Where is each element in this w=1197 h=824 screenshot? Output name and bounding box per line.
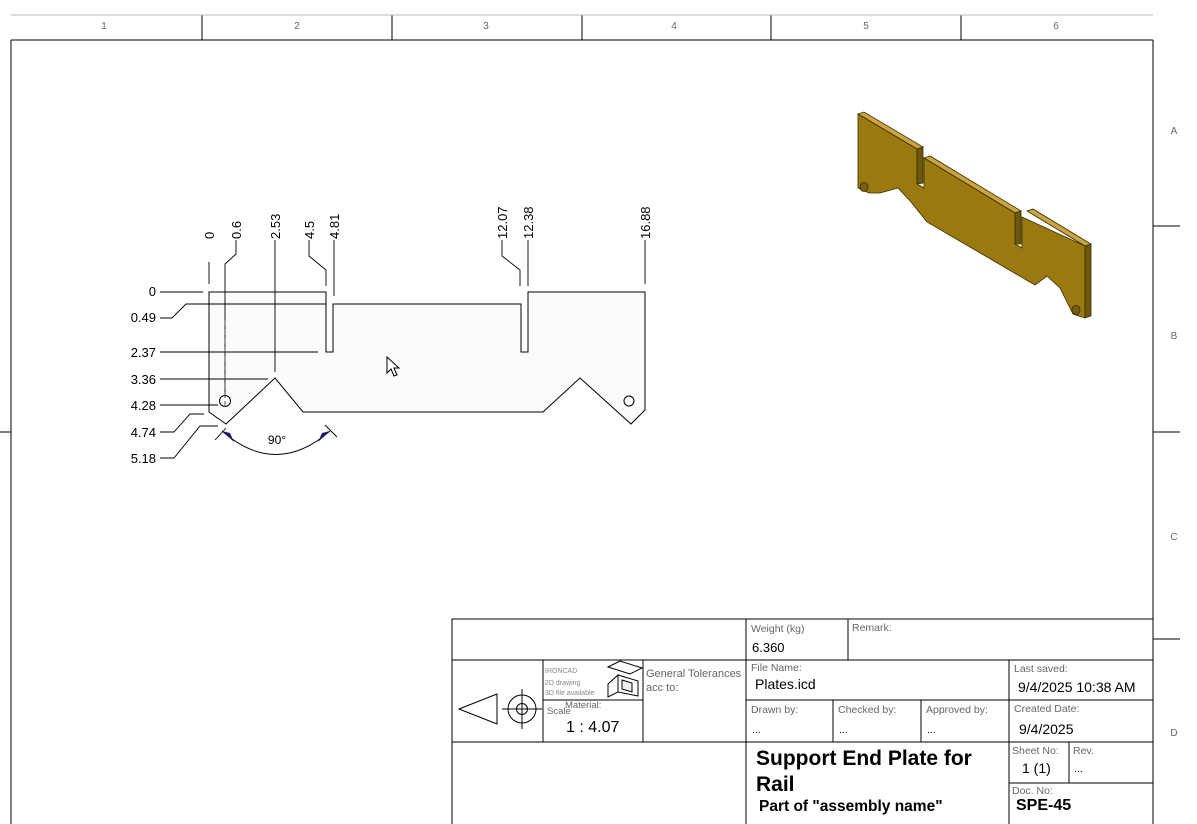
mouse-cursor-icon xyxy=(386,356,401,377)
weight-label: Weight (kg) xyxy=(751,623,805,635)
ironcad-part-icon xyxy=(606,660,644,698)
angle-arrows xyxy=(222,431,330,442)
dim-v-4-28: 4.28 xyxy=(131,398,156,413)
checked-by-label: Checked by: xyxy=(838,704,897,716)
dim-h-0-6: 0.6 xyxy=(229,221,244,239)
rev-label: Rev. xyxy=(1073,745,1094,757)
drawn-by-label: Drawn by: xyxy=(751,704,799,716)
material-label: Material: xyxy=(565,700,602,711)
zone-label-3: 3 xyxy=(483,21,489,32)
dim-angle-90: 90° xyxy=(268,433,286,447)
logo-text-3: 3D file available xyxy=(545,690,595,697)
zone-label-d: D xyxy=(1170,728,1177,739)
zone-label-2: 2 xyxy=(294,21,300,32)
zone-label-5: 5 xyxy=(863,21,869,32)
dim-h-2-53: 2.53 xyxy=(268,214,283,239)
dim-v-2-37: 2.37 xyxy=(131,345,156,360)
last-saved-value: 9/4/2025 10:38 AM xyxy=(1018,679,1136,695)
last-saved-label: Last saved: xyxy=(1014,663,1068,675)
zone-label-a: A xyxy=(1171,126,1178,137)
scale-value: 1 : 4.07 xyxy=(566,719,620,736)
horizontal-dimension-labels: 0 0.6 2.53 4.5 4.81 12.07 12.38 16.88 xyxy=(202,206,653,239)
zone-labels: 1 2 3 4 5 6 A B C D xyxy=(101,21,1177,739)
projection-symbol-icon xyxy=(457,689,542,729)
logo-text-1: IRONCAD xyxy=(545,668,578,675)
vertical-dimension-labels: 0 0.49 2.37 3.36 4.28 4.74 5.18 90° xyxy=(131,284,287,466)
sheet-no-label: Sheet No: xyxy=(1012,745,1059,757)
dim-v-5-18: 5.18 xyxy=(131,451,156,466)
zone-label-6: 6 xyxy=(1053,21,1059,32)
created-date-value: 9/4/2025 xyxy=(1019,721,1074,737)
dim-h-0: 0 xyxy=(202,232,217,239)
checked-by-value: ... xyxy=(839,724,848,736)
dim-h-16-88: 16.88 xyxy=(638,206,653,239)
approved-by-label: Approved by: xyxy=(926,704,988,716)
dim-h-4-81: 4.81 xyxy=(327,214,342,239)
sheet-border xyxy=(0,14,1180,824)
file-name-value: Plates.icd xyxy=(755,676,816,692)
zone-label-c: C xyxy=(1170,532,1177,543)
dim-h-12-38: 12.38 xyxy=(521,206,536,239)
created-date-label: Created Date: xyxy=(1014,703,1080,715)
rev-value: ... xyxy=(1074,763,1083,775)
isometric-3d-model[interactable] xyxy=(857,111,1092,319)
dim-v-0: 0 xyxy=(149,284,156,299)
file-name-label: File Name: xyxy=(751,662,802,674)
remark-label: Remark: xyxy=(852,622,892,634)
scale-label: Scale xyxy=(547,706,571,717)
sheet-no-value: 1 (1) xyxy=(1022,760,1051,776)
dim-h-12-07: 12.07 xyxy=(495,206,510,239)
part-outline[interactable] xyxy=(208,291,646,425)
doc-no-value: SPE-45 xyxy=(1016,797,1072,814)
dim-v-0-49: 0.49 xyxy=(131,310,156,325)
dim-v-3-36: 3.36 xyxy=(131,372,156,387)
title-block-grid xyxy=(451,618,1154,824)
dim-h-4-5: 4.5 xyxy=(302,221,317,239)
zone-label-1: 1 xyxy=(101,21,107,32)
approved-by-value: ... xyxy=(927,724,936,736)
dim-v-4-74: 4.74 xyxy=(131,425,156,440)
drawn-by-value: ... xyxy=(752,724,761,736)
weight-value: 6.360 xyxy=(752,640,785,655)
drawing-title: Support End Plate for Rail xyxy=(756,747,972,796)
dimension-lines xyxy=(160,240,646,459)
doc-no-label: Doc. No: xyxy=(1012,785,1053,797)
zone-label-b: B xyxy=(1171,331,1178,342)
logo-text-2: 2D drawing xyxy=(545,680,581,687)
general-tolerances-label: General Tolerances acc to: xyxy=(646,668,742,694)
zone-label-4: 4 xyxy=(671,21,677,32)
drawing-subtitle: Part of "assembly name" xyxy=(759,798,943,815)
